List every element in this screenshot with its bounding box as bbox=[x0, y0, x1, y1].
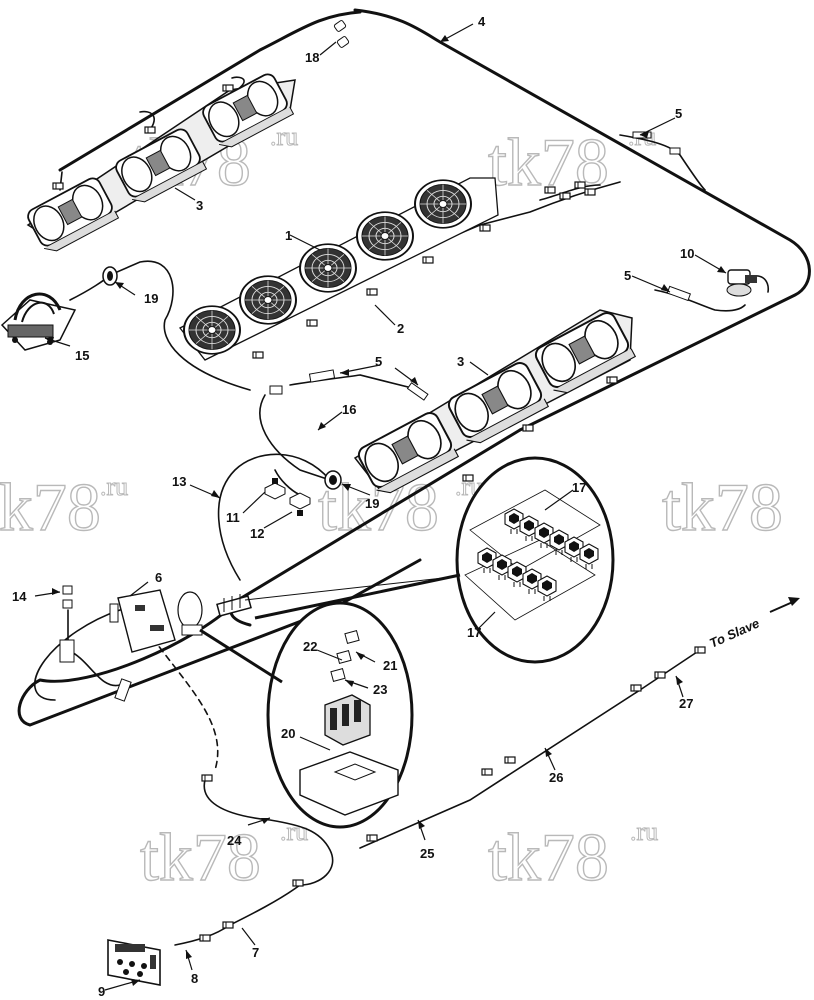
callout-5: 5 bbox=[624, 268, 631, 283]
detail-view-relays bbox=[244, 456, 615, 664]
condenser-fan-assembly bbox=[179, 177, 499, 361]
callout-4: 4 bbox=[478, 14, 486, 29]
pressure-switches bbox=[264, 478, 311, 516]
watermark-text: tk78 bbox=[0, 469, 101, 545]
callout-24: 24 bbox=[227, 833, 242, 848]
callout-7: 7 bbox=[252, 945, 259, 960]
to-slave-label: To Slave bbox=[707, 615, 762, 650]
watermark-suffix: .ru bbox=[100, 472, 128, 501]
callout-2: 2 bbox=[397, 321, 404, 336]
callout-12: 12 bbox=[250, 526, 264, 541]
callout-9: 9 bbox=[98, 984, 105, 999]
callout-5: 5 bbox=[675, 106, 682, 121]
evaporator-blower-assembly-lower bbox=[353, 308, 637, 499]
callout-26: 26 bbox=[549, 770, 563, 785]
callout-17: 17 bbox=[572, 480, 586, 495]
callout-1: 1 bbox=[285, 228, 292, 243]
watermark-text: tk78 bbox=[140, 819, 261, 895]
callout-labels: 1 2 3 3 4 5 5 5 6 7 8 9 10 11 12 13 14 1… bbox=[12, 14, 694, 999]
callout-13: 13 bbox=[172, 474, 186, 489]
leader-arrows bbox=[45, 35, 726, 986]
watermark-suffix: .ru bbox=[630, 817, 658, 846]
cable-grommet bbox=[102, 266, 342, 490]
watermark-text: tk78 bbox=[488, 819, 609, 895]
driver-control-panel bbox=[107, 939, 161, 986]
compressor-unit bbox=[0, 292, 77, 351]
callout-10: 10 bbox=[680, 246, 694, 261]
callout-20: 20 bbox=[281, 726, 295, 741]
detail-view-fuse-holder bbox=[199, 601, 414, 829]
watermark-text: tk78 bbox=[662, 469, 783, 545]
callout-23: 23 bbox=[373, 682, 387, 697]
callout-19: 19 bbox=[144, 291, 158, 306]
callout-6: 6 bbox=[155, 570, 162, 585]
callout-19: 19 bbox=[365, 496, 379, 511]
callout-21: 21 bbox=[383, 658, 397, 673]
callout-3: 3 bbox=[457, 354, 464, 369]
callout-3: 3 bbox=[196, 198, 203, 213]
callout-15: 15 bbox=[75, 348, 89, 363]
callout-16: 16 bbox=[342, 402, 356, 417]
callout-18: 18 bbox=[305, 50, 319, 65]
callout-25: 25 bbox=[420, 846, 434, 861]
control-board-harness bbox=[59, 585, 176, 702]
callout-22: 22 bbox=[303, 639, 317, 654]
watermark-suffix: .ru bbox=[280, 817, 308, 846]
solenoid-valve bbox=[726, 269, 757, 297]
relay-socket bbox=[177, 591, 252, 636]
watermark-suffix: .ru bbox=[270, 122, 298, 151]
evaporator-blower-assembly-top bbox=[24, 70, 296, 257]
callout-17: 17 bbox=[467, 625, 481, 640]
callout-5: 5 bbox=[375, 354, 382, 369]
to-slave-indicator: To Slave bbox=[707, 597, 800, 651]
callout-11: 11 bbox=[226, 510, 240, 525]
callout-27: 27 bbox=[679, 696, 693, 711]
callout-14: 14 bbox=[12, 589, 27, 604]
callout-8: 8 bbox=[191, 971, 198, 986]
connector-fittings bbox=[333, 20, 350, 48]
